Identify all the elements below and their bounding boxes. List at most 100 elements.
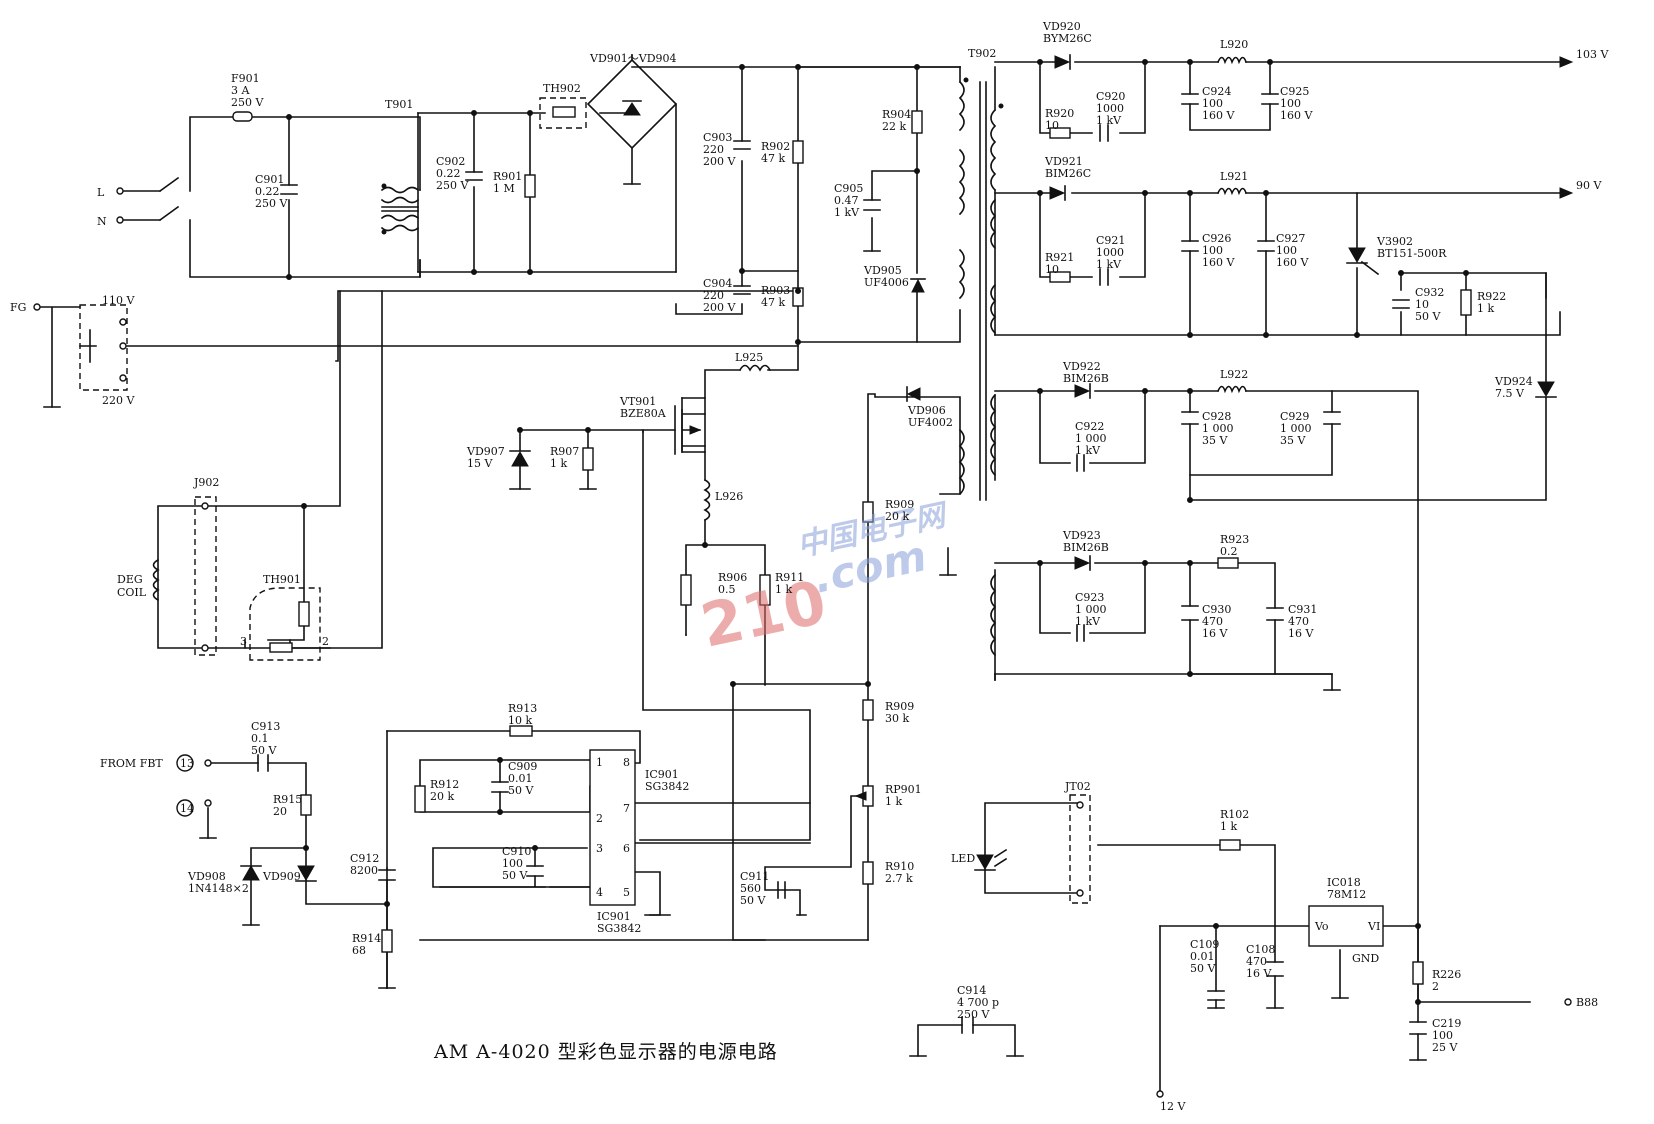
ic901-pin-1: 1 xyxy=(596,756,603,769)
component-label-line: 78M12 xyxy=(1327,888,1366,901)
component-label-line: R226 xyxy=(1432,968,1461,981)
voltage-220-terminal[interactable] xyxy=(119,374,127,382)
label-l920: L920 xyxy=(1220,38,1248,51)
component-label-line: 30 k xyxy=(885,712,909,725)
component-label-line: C927 xyxy=(1276,232,1305,245)
component-label-line: 1 000 xyxy=(1075,603,1107,616)
component-label-line: C909 xyxy=(508,760,537,773)
terminal-12v[interactable] xyxy=(1156,1090,1164,1098)
component-label-line: C912 xyxy=(350,852,379,865)
capacitor-c929 xyxy=(1323,411,1341,425)
capacitor-c912 xyxy=(378,869,396,881)
component-label-line: C914 xyxy=(957,984,986,997)
component-label-line: C902 xyxy=(436,155,465,168)
component-label-line: 0.01 xyxy=(1190,950,1215,963)
component-label-line: VT901 xyxy=(619,395,656,408)
component-label-line: R914 xyxy=(352,932,381,945)
component-label-line: VD906 xyxy=(907,404,946,417)
component-label-line: 100 xyxy=(502,857,523,870)
label-coil: COIL xyxy=(117,586,147,599)
component-label-line: 160 V xyxy=(1202,109,1235,122)
resistor-r102 xyxy=(1219,839,1241,851)
component-label-line: 2.7 k xyxy=(885,872,913,885)
capacitor-c922 xyxy=(1076,454,1085,472)
component-label-line: R906 xyxy=(718,571,747,584)
terminal-b88[interactable] xyxy=(1564,998,1572,1006)
terminal-from-fbt[interactable] xyxy=(204,759,212,767)
component-label-line: C925 xyxy=(1280,85,1309,98)
capacitor-c904 xyxy=(733,285,751,295)
label-b88: B88 xyxy=(1576,996,1598,1009)
terminal-14[interactable] xyxy=(204,799,212,807)
component-label-line: SG3842 xyxy=(645,780,689,793)
component-label-line: 100 xyxy=(1276,244,1297,257)
component-label-line: 1 000 xyxy=(1280,422,1312,435)
inductor-l925 xyxy=(738,364,772,372)
component-label-line: 0.01 xyxy=(508,772,533,785)
component-label-line: C926 xyxy=(1202,232,1231,245)
capacitor-c930 xyxy=(1181,605,1199,621)
thermistor-th901 xyxy=(298,601,310,627)
thyristor-v3902 xyxy=(1348,247,1366,264)
component-label-line: 16 V xyxy=(1288,627,1314,640)
component-label-line: 1 000 xyxy=(1075,432,1107,445)
component-label-line: C921 xyxy=(1096,234,1125,247)
inductor-l926 xyxy=(703,478,711,522)
label-pin14: 14 xyxy=(180,802,194,815)
label-ic018-vo: Vo xyxy=(1314,920,1329,933)
thermistor-th902 xyxy=(552,106,576,118)
label-th902: TH902 xyxy=(543,82,581,95)
component-label-line: 1000 xyxy=(1096,102,1124,115)
zener-vd924 xyxy=(1537,381,1555,398)
component-label-line: 160 V xyxy=(1276,256,1309,269)
ic901-pin-numbers: 1 2 3 4 5 6 7 8 xyxy=(596,756,630,899)
diode-vd906 xyxy=(906,387,921,401)
terminal-fg[interactable] xyxy=(33,303,41,311)
component-label-line: Vo xyxy=(1314,920,1329,933)
component-label-line: 1 k xyxy=(775,583,792,596)
voltage-selector-frame xyxy=(79,304,128,391)
capacitor-c219 xyxy=(1409,1021,1427,1035)
component-label-line: 50 V xyxy=(251,744,277,757)
capacitor-c913 xyxy=(257,754,269,772)
component-label-line: L922 xyxy=(1220,368,1248,381)
component-label-line: R913 xyxy=(508,702,537,715)
capacitor-c902 xyxy=(465,171,483,181)
component-label-line: 0.47 xyxy=(834,194,859,207)
inductor-l922 xyxy=(1216,385,1248,394)
terminal-n[interactable] xyxy=(116,216,124,224)
resistor-r915 xyxy=(300,794,312,816)
component-label-line: 470 xyxy=(1246,955,1267,968)
component-label-line: C108 xyxy=(1246,943,1275,956)
component-label-line: R915 xyxy=(273,793,302,806)
terminal-l[interactable] xyxy=(116,187,124,195)
component-label-line: BZE80A xyxy=(620,407,667,420)
component-label-line: 220 xyxy=(703,143,724,156)
component-label-line: R923 xyxy=(1220,533,1249,546)
component-label-line: 2 xyxy=(322,635,329,648)
inductor-l920 xyxy=(1216,56,1248,65)
component-label-line: BIM26B xyxy=(1063,372,1109,385)
component-label-line: F901 xyxy=(231,72,260,85)
resistor-r914 xyxy=(381,929,393,953)
component-label-line: 250 V xyxy=(231,96,264,109)
component-label-line: 47 k xyxy=(761,296,785,309)
resistor-r901 xyxy=(524,174,536,198)
voltage-110-terminal[interactable] xyxy=(119,318,127,326)
capacitor-c108 xyxy=(1266,961,1284,977)
resistor-r920 xyxy=(1049,127,1071,139)
